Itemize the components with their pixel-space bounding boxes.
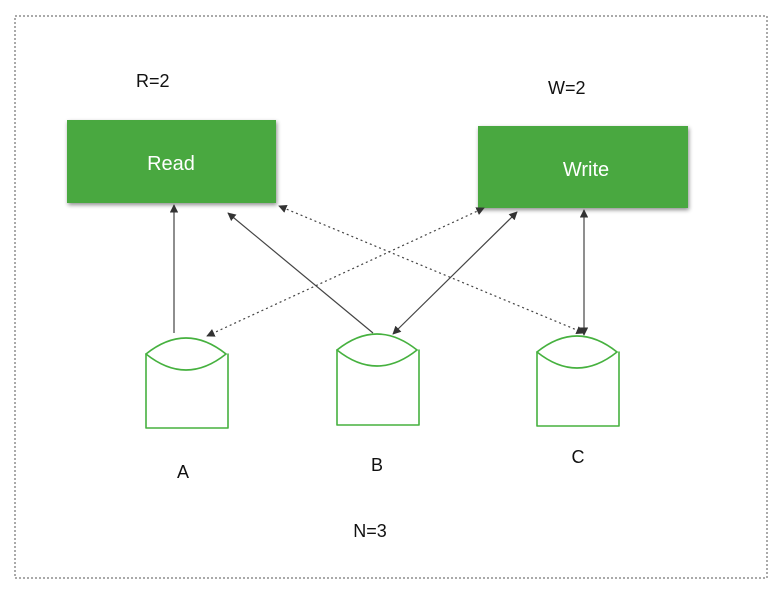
write-quorum-label: W=2 (548, 78, 586, 98)
arrow-b-to-read (227, 212, 374, 334)
diagram-frame (14, 15, 768, 579)
dotted-arrow-a-to-write (206, 207, 485, 337)
write-box-label: Write (563, 159, 609, 181)
node-b-label: B (371, 455, 383, 475)
replication-factor-label: N=3 (353, 521, 387, 541)
read-box: Read (67, 120, 276, 203)
read-quorum-label: R=2 (136, 71, 170, 91)
node-a-icon (145, 337, 229, 429)
node-a-label: A (177, 462, 189, 482)
dotted-arrow-c-to-read (278, 205, 585, 334)
write-box: Write (478, 126, 688, 208)
node-c-label: C (572, 447, 585, 467)
node-b-icon (336, 333, 420, 426)
node-c-icon (536, 335, 620, 427)
arrow-b-to-write (392, 211, 518, 335)
read-box-label: Read (147, 153, 195, 175)
